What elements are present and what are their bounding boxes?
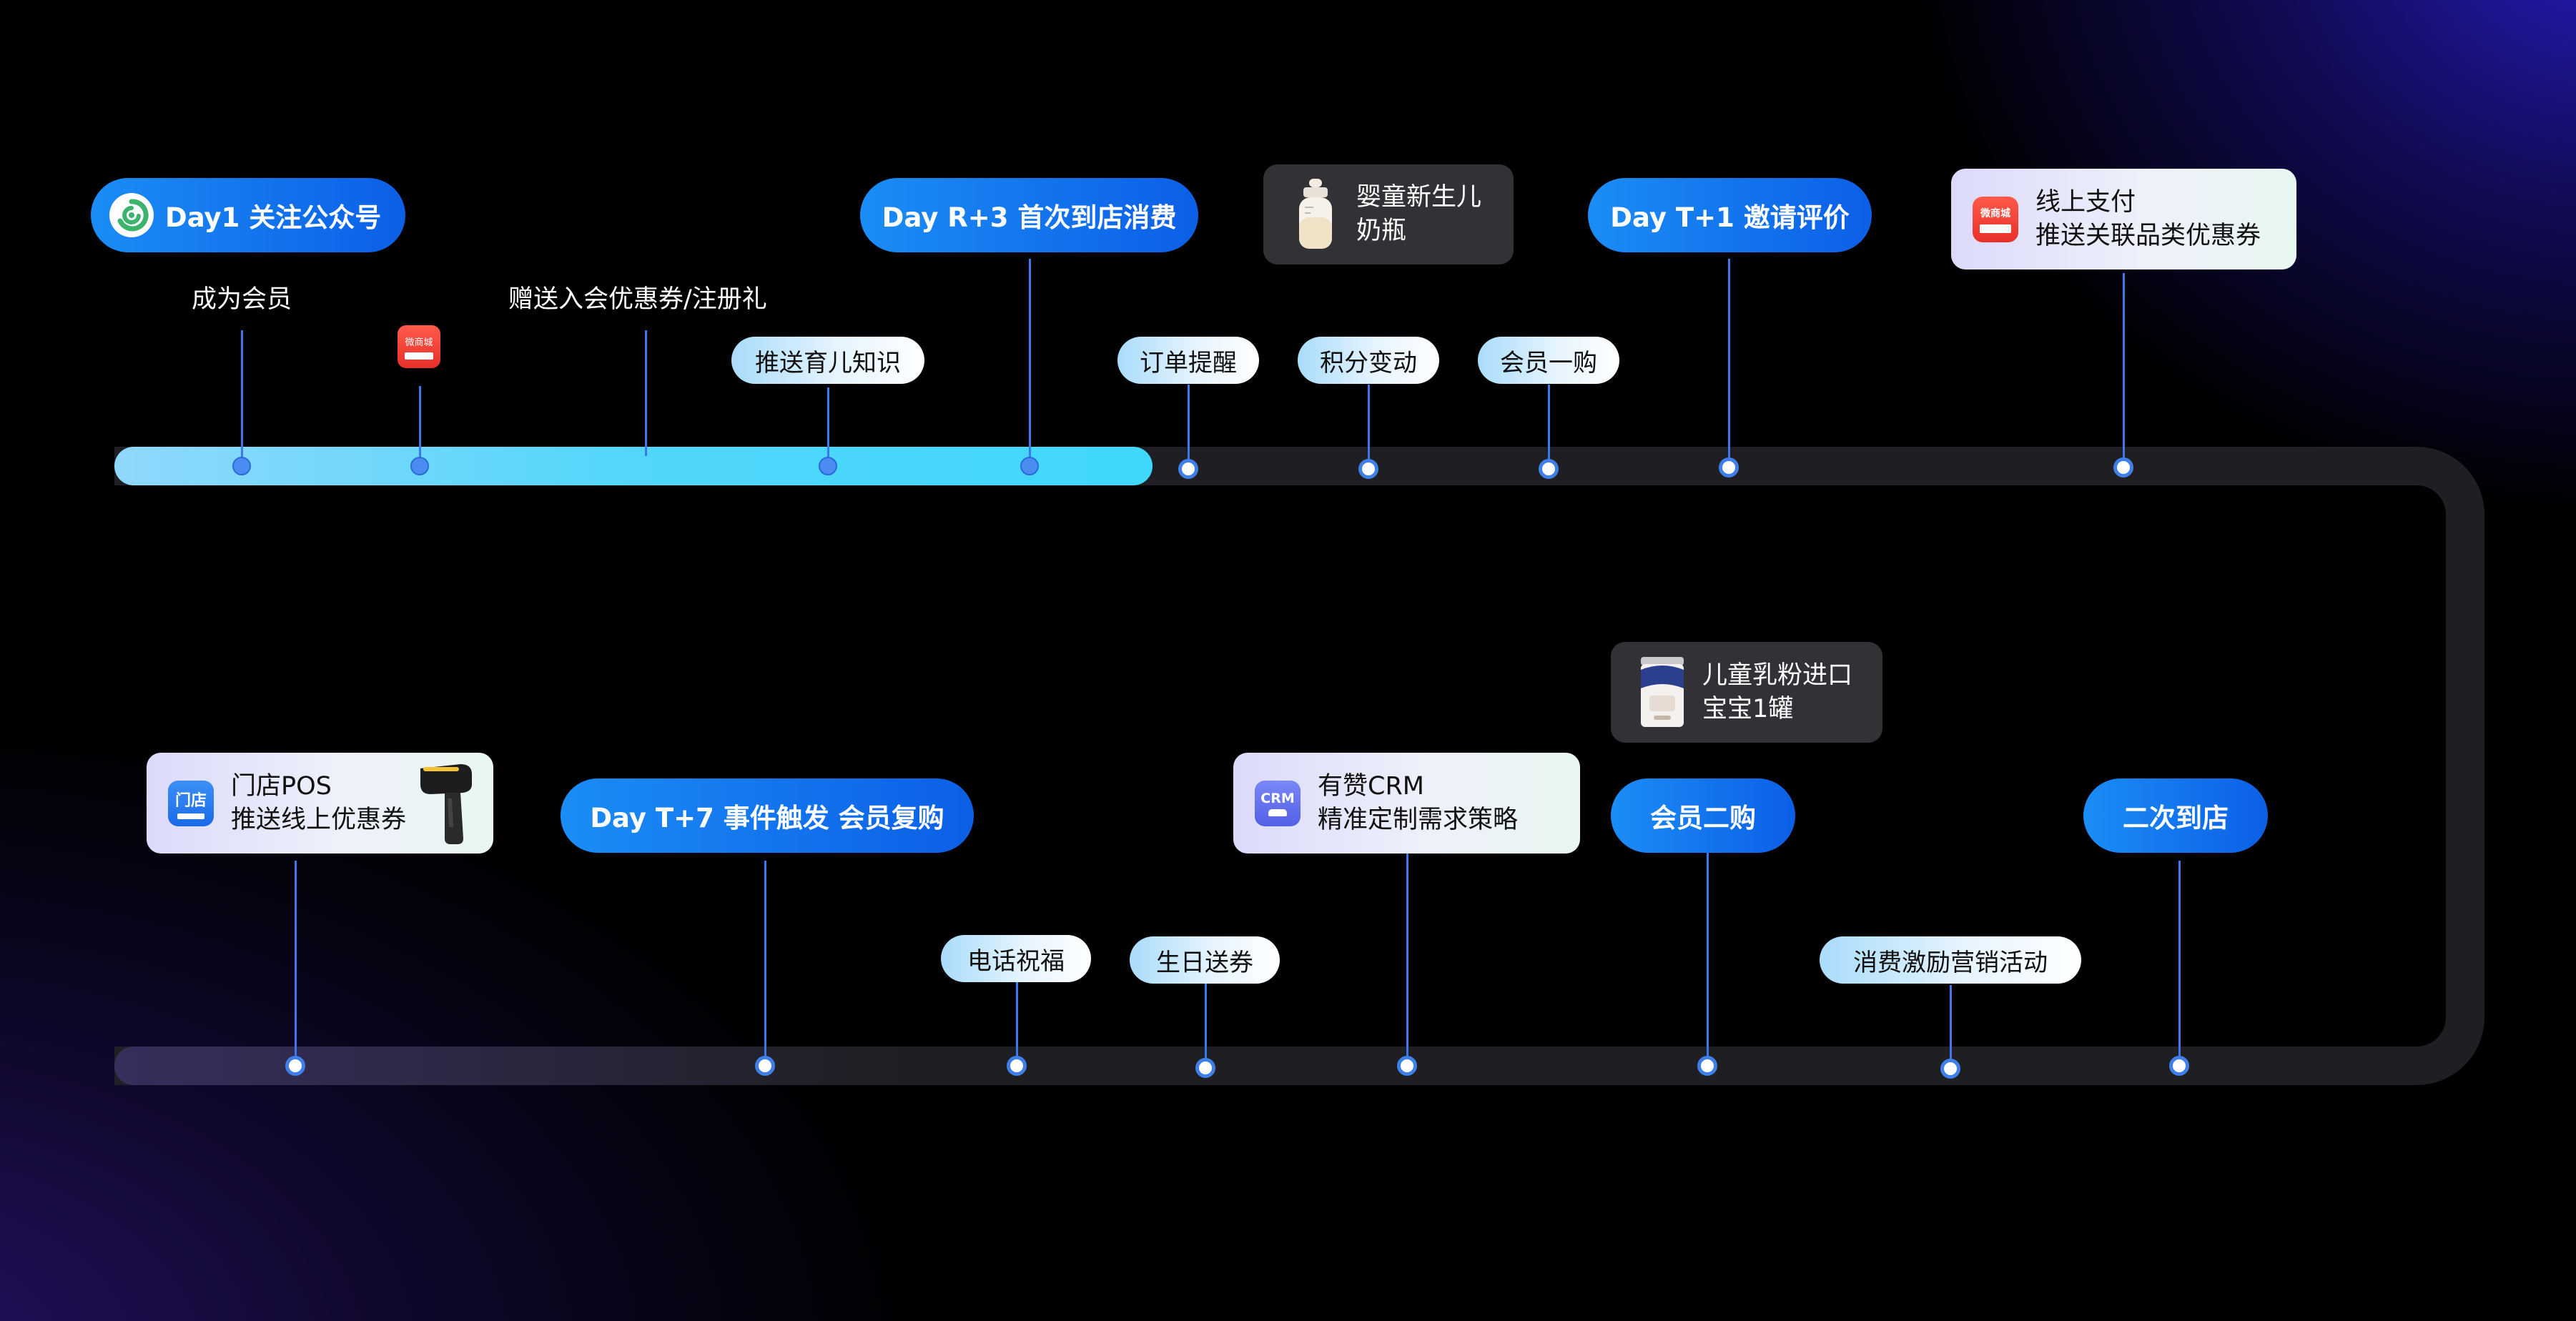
- connector-line: [1548, 385, 1550, 466]
- connector-line: [827, 387, 829, 466]
- crm-badge-person: [1268, 808, 1287, 816]
- card-online-pay-line2: 推送关联品类优惠券: [2035, 221, 2261, 250]
- timeline-node: [1940, 1059, 1960, 1079]
- journey-progress-track: [114, 447, 1153, 485]
- event-phone-greeting-label: 电话祝福: [967, 946, 1065, 976]
- stage-day1-label: Day1 关注公众号: [165, 202, 382, 233]
- connector-line: [1016, 982, 1018, 1067]
- stage-day-t7: Day T+7 事件触发 会员复购: [561, 778, 974, 853]
- card-online-pay-line1: 线上支付: [2035, 187, 2136, 217]
- store-badge-text: 门店: [174, 791, 207, 810]
- card-crm-line1: 有赞CRM: [1318, 771, 1424, 801]
- store-badge-bar: [177, 813, 204, 819]
- timeline-node: [1020, 457, 1039, 475]
- event-points-change: 积分变动: [1298, 337, 1439, 384]
- card-product-milk-line2: 宝宝1罐: [1702, 694, 1794, 723]
- event-order-reminder: 订单提醒: [1117, 337, 1259, 384]
- stage-day1: Day1 关注公众号: [91, 178, 405, 252]
- timeline-node: [410, 457, 429, 475]
- timeline-node: [2169, 1056, 2189, 1076]
- timeline-node: [1007, 1056, 1027, 1076]
- mall-app-icon: 微商城: [1973, 196, 2018, 242]
- card-online-pay: 微商城 线上支付 推送关联品类优惠券: [1951, 169, 2296, 269]
- event-order-reminder-label: 订单提醒: [1140, 348, 1237, 377]
- connector-line: [1368, 385, 1370, 466]
- mall-badge-bar: [405, 352, 433, 360]
- mall-badge-text: 微商城: [1980, 207, 2010, 219]
- event-consumption-incentive: 消费激励营销活动: [1820, 936, 2081, 984]
- card-product-bottle-line2: 奶瓶: [1356, 217, 1407, 245]
- mall-app-icon: 微商城: [398, 325, 440, 368]
- event-birthday-coupon: 生日送券: [1130, 936, 1280, 984]
- event-member-first-purchase: 会员一购: [1478, 337, 1619, 384]
- stage-day-r3-label: Day R+3 首次到店消费: [882, 202, 1177, 233]
- card-product-bottle: 婴童新生儿 奶瓶: [1263, 164, 1514, 264]
- timeline-node: [1178, 459, 1198, 479]
- crm-badge-text: CRM: [1260, 790, 1295, 806]
- mall-badge-bar: [1980, 224, 2011, 233]
- mall-badge-text: 微商城: [405, 337, 433, 348]
- card-crm: CRM 有赞CRM 精准定制需求策略: [1233, 753, 1580, 854]
- stage-day-t7-label: Day T+7 事件触发 会员复购: [590, 803, 944, 833]
- connector-line: [1950, 985, 1952, 1067]
- connector-line: [1205, 984, 1207, 1067]
- stage-day-r3: Day R+3 首次到店消费: [860, 178, 1198, 252]
- stage-day-t1: Day T+1 邀请评价: [1588, 178, 1872, 252]
- timeline-node: [1719, 457, 1739, 478]
- connector-line: [241, 330, 243, 466]
- timeline-node: [1539, 459, 1559, 479]
- event-birthday-coupon-label: 生日送券: [1156, 948, 1253, 977]
- connector-line: [1406, 852, 1408, 1067]
- event-consumption-incentive-label: 消费激励营销活动: [1853, 948, 2048, 977]
- connector-line: [2123, 273, 2125, 466]
- connector-line: [764, 861, 766, 1067]
- event-points-change-label: 积分变动: [1320, 348, 1417, 377]
- timeline-node: [2113, 457, 2133, 478]
- milk-powder-can-icon: [1641, 656, 1684, 727]
- card-store-pos-line2: 推送线上优惠券: [231, 805, 407, 834]
- connector-line: [1029, 259, 1031, 466]
- timeline-node: [755, 1056, 775, 1076]
- timeline-node: [1397, 1056, 1417, 1076]
- event-gift-coupon: 赠送入会优惠券/注册礼: [508, 285, 767, 314]
- connector-line: [645, 330, 647, 456]
- card-product-bottle-line1: 婴童新生儿: [1356, 183, 1482, 212]
- card-store-pos: 门店 门店POS 推送线上优惠券: [147, 753, 493, 854]
- stage-day-t1-label: Day T+1 邀请评价: [1610, 202, 1850, 233]
- card-product-milk-line1: 儿童乳粉进口: [1702, 660, 1853, 690]
- connector-line: [1728, 259, 1730, 466]
- timeline-node: [1195, 1058, 1215, 1078]
- wechat-icon: [109, 193, 154, 237]
- timeline-node: [819, 457, 837, 475]
- member-second-purchase-label: 会员二购: [1650, 803, 1756, 833]
- connector-line: [1188, 385, 1190, 466]
- timeline-node: [1358, 459, 1378, 479]
- connector-line: [2178, 861, 2181, 1067]
- timeline-node: [232, 457, 251, 475]
- baby-bottle-icon: [1299, 179, 1332, 249]
- stage-second-visit: 二次到店: [2083, 778, 2268, 853]
- connector-line: [1707, 852, 1709, 1067]
- connector-line: [295, 861, 297, 1067]
- second-visit-label: 二次到店: [2123, 803, 2229, 833]
- event-push-knowledge-label: 推送育儿知识: [755, 348, 901, 377]
- timeline-node: [285, 1056, 305, 1076]
- connector-line: [419, 386, 421, 466]
- event-phone-greeting: 电话祝福: [941, 935, 1091, 982]
- stage-member-second-purchase: 会员二购: [1611, 778, 1795, 853]
- card-store-pos-line1: 门店POS: [231, 771, 332, 801]
- crm-app-icon: CRM: [1255, 780, 1301, 826]
- card-product-milk: 儿童乳粉进口 宝宝1罐: [1611, 642, 1882, 743]
- timeline-node: [1697, 1056, 1717, 1076]
- store-app-icon: 门店: [168, 780, 214, 826]
- event-become-member: 成为会员: [192, 285, 292, 314]
- event-member-first-purchase-label: 会员一购: [1500, 348, 1597, 377]
- journey-track-fade: [114, 1047, 901, 1085]
- event-push-knowledge: 推送育儿知识: [731, 337, 924, 384]
- barcode-scanner-icon: [420, 763, 473, 844]
- card-crm-line2: 精准定制需求策略: [1318, 805, 1519, 834]
